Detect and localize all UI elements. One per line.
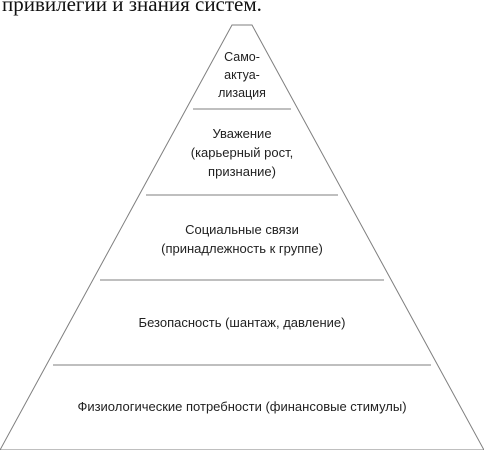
level-4-safety: Безопасность (шантаж, давление) (92, 313, 392, 332)
level-5-line-1: Физиологические потребности (финансовые … (77, 399, 407, 414)
level-4-line-1: Безопасность (шантаж, давление) (138, 315, 346, 330)
level-3-line-1: Социальные связи (185, 222, 299, 237)
level-2-esteem: Уважение (карьерный рост, признание) (142, 124, 342, 181)
header-text: привилегии и знания систем. (2, 0, 262, 16)
header-text-line: привилегии и знания систем. (0, 0, 484, 17)
level-1-line-2: актуа- (224, 68, 260, 82)
level-5-physiological: Физиологические потребности (финансовые … (42, 397, 442, 416)
level-3-line-2: (принадлежность к группе) (161, 241, 323, 256)
level-2-line-3: признание) (208, 164, 276, 179)
level-2-line-1: Уважение (212, 126, 272, 141)
level-1-self-actualization: Само- актуа- лизация (192, 48, 292, 102)
level-1-line-1: Само- (224, 50, 260, 64)
level-1-line-3: лизация (218, 86, 266, 100)
level-2-line-2: (карьерный рост, (190, 145, 294, 160)
level-3-social: Социальные связи (принадлежность к групп… (112, 220, 372, 258)
pyramid-outline (0, 24, 484, 450)
